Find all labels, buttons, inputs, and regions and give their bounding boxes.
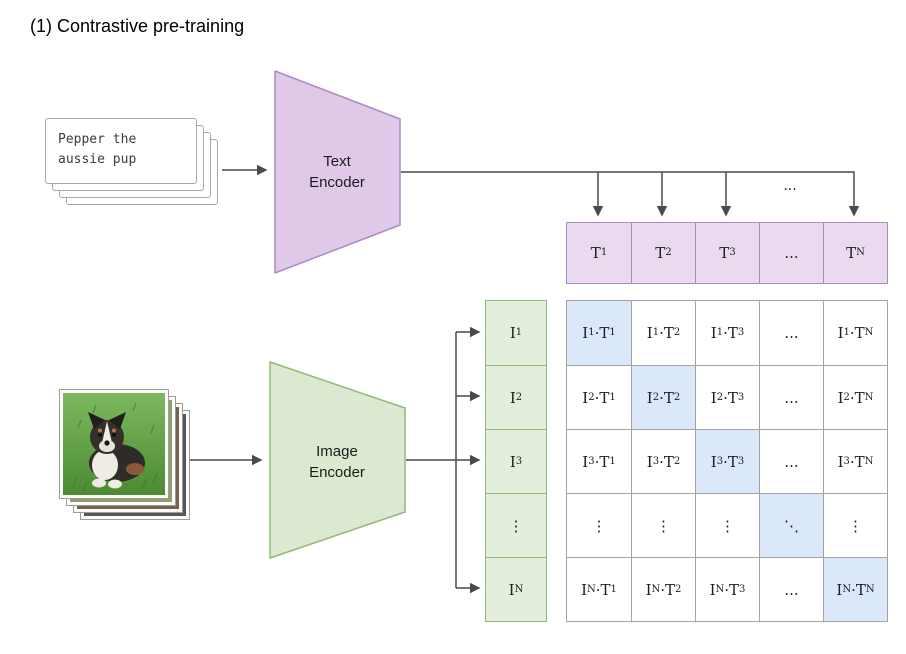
caption-card: Pepper the aussie pup [45,118,197,184]
text-encoder-shape [274,70,401,274]
text-encoder-label: Text Encoder [285,151,389,193]
caption-text: Pepper the aussie pup [46,119,196,181]
caption-line-1: Pepper the [58,132,137,147]
matrix-cell: ⋱ [759,493,823,557]
image-encoder-label-line2: Encoder [309,464,365,481]
caption-line-2: aussie pup [58,152,137,168]
matrix-cell: ... [759,557,823,621]
puppy-photo [59,389,169,499]
matrix-cell: ... [759,365,823,429]
image-encoder-label: Image Encoder [285,441,389,483]
arrow-group [184,164,860,594]
text-embedding-cell: ... [759,223,823,283]
image-encoder-label-line1: Image [316,443,358,460]
matrix-cell: ⋮ [823,493,887,557]
text-encoder-output-line [401,171,860,217]
text-encoder-label-line1: Text [323,153,351,170]
text-encoder-label-line2: Encoder [309,174,365,191]
matrix-cell: ⋮ [567,493,631,557]
image-embedding-cell: ⋮ [486,493,546,557]
matrix-cell: ⋮ [631,493,695,557]
matrix-cell: ... [759,301,823,365]
ellipsis-label: ... [783,178,797,194]
puppy-illustration [63,393,165,495]
matrix-cell: ... [759,429,823,493]
matrix-cell: ⋮ [695,493,759,557]
image-encoder-shape [269,361,406,559]
figure-title: (1) Contrastive pre-training [30,16,245,36]
